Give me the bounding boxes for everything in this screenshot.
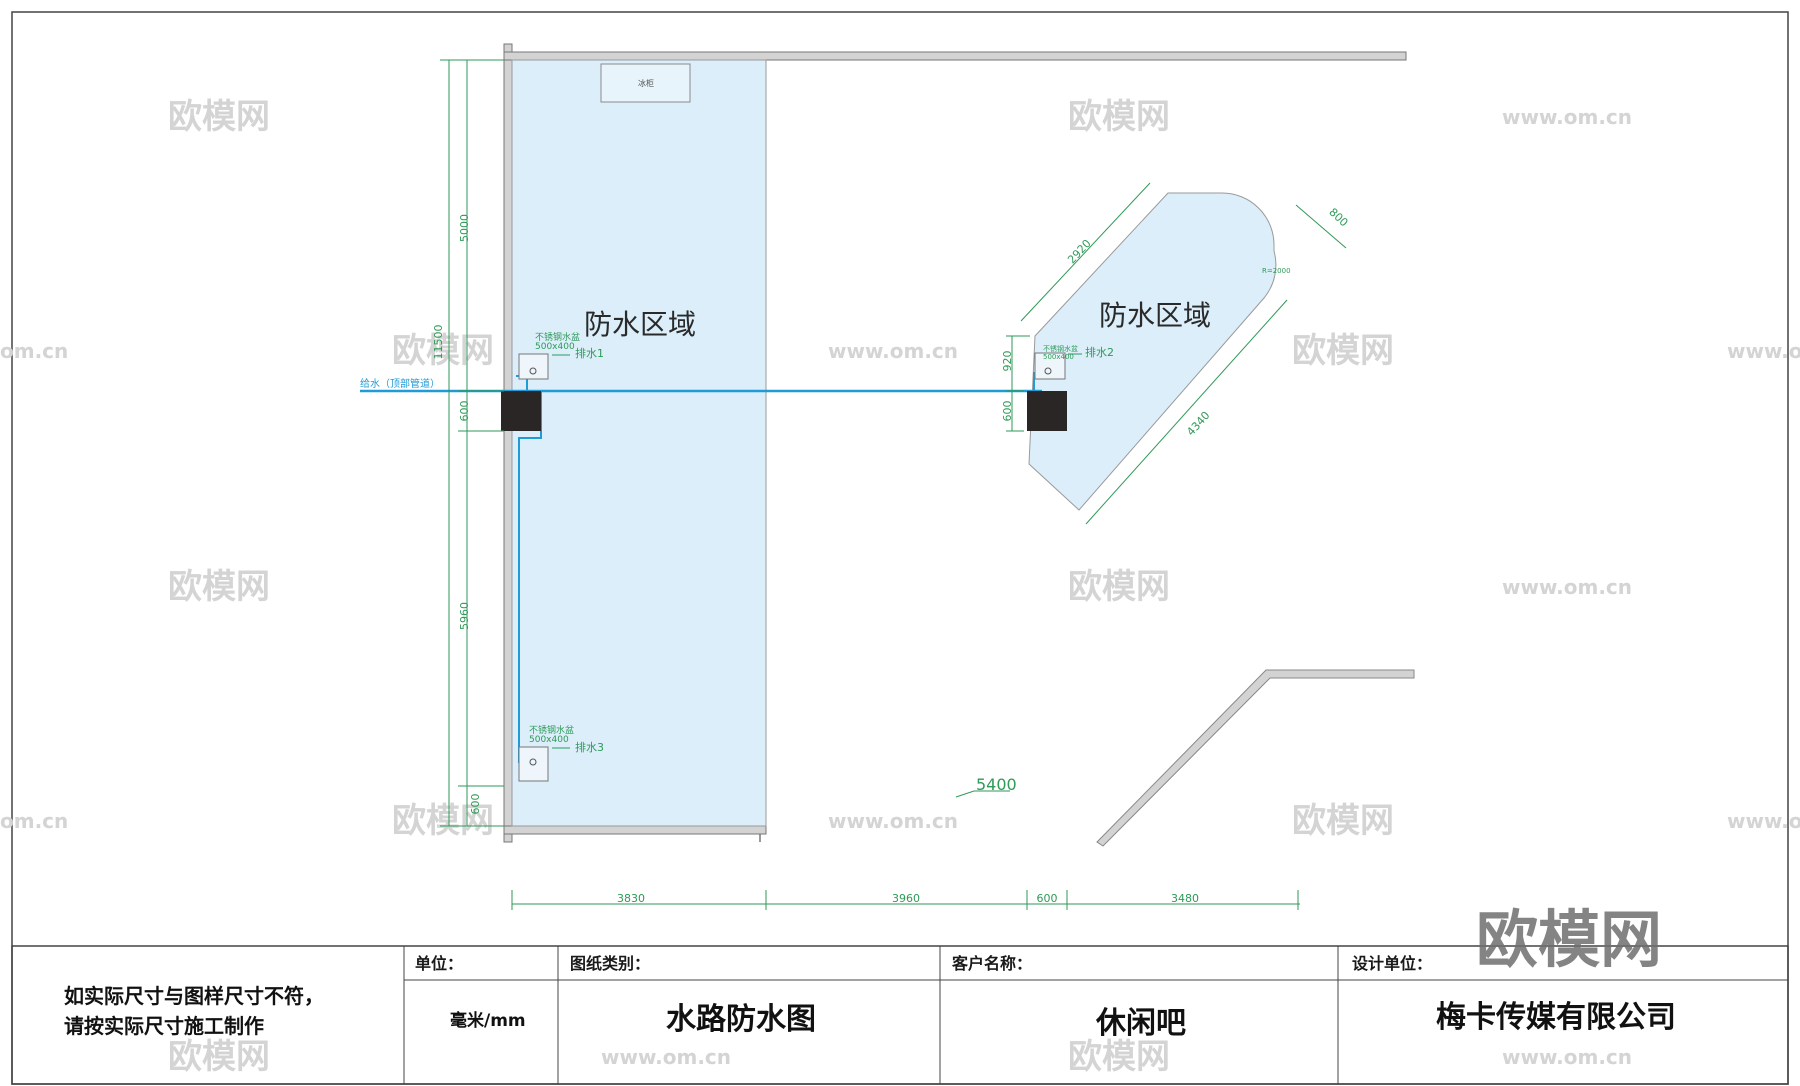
dim-text: 5960 [458,602,471,630]
floor-drain-left [501,391,541,431]
dim-text: 5000 [458,214,471,242]
dim-text: 3960 [892,892,920,905]
watermark-url-edge: om.cn [0,339,68,363]
client-value: 休闲吧 [1095,1006,1186,1041]
sink-spec-label: 不锈钢水盆 [1043,344,1078,353]
unit-header: 单位： [415,954,463,973]
sink-basin [518,746,549,782]
dim-text: 600 [1001,401,1014,422]
dim-text: 3480 [1171,892,1199,905]
angled-wall [1096,669,1415,847]
sink-spec-label: 不锈钢水盆 [535,331,580,343]
dim-text: 3830 [617,892,645,905]
dim-text: 600 [1037,892,1058,905]
watermark-cn: 欧模网 [1068,97,1170,137]
watermark-cn: 欧模网 [392,331,494,371]
dim-line [1085,299,1288,525]
dim-text: 920 [1001,351,1014,372]
watermark-url: www.om.cn [828,809,958,833]
dim-line [1020,182,1151,322]
watermark-url: www.om.cn [828,339,958,363]
watermark-url: www.om.cn [1502,105,1632,129]
designer-header: 设计单位： [1352,954,1432,973]
sink-spec-label: 不锈钢水盆 [529,724,574,736]
sink-2: 不锈钢水盆 500x400 排水2 [1034,344,1114,380]
watermark-url: www.om.cn [1502,1045,1632,1069]
waterproof-zone-right [1028,192,1277,511]
watermark-cn: 欧模网 [1292,331,1394,371]
sink-drain-icon [529,367,537,375]
waterproof-zone-left [511,59,767,827]
logo-watermark: 欧模网 [1476,903,1662,976]
watermark-url-edge: om.cn [0,809,68,833]
dim-text: 600 [469,794,482,815]
watermark-cn: 欧模网 [1068,567,1170,607]
sink-size-label: 500x400 [529,735,569,745]
dim-text: 600 [458,401,471,422]
dim-text-width: 5400 [976,775,1017,794]
radius-label: R=2000 [1262,267,1291,275]
drain-1-label: 排水1 [575,346,604,360]
dim-text: 4340 [1184,409,1212,439]
dimension-lines [440,59,1347,910]
unit-value: 毫米/mm [450,1010,526,1031]
sink-basin [1034,352,1066,380]
note-line-1: 如实际尺寸与图样尺寸不符， [64,984,324,1008]
watermark-url: www.om.cn [1727,809,1800,833]
sink-size-label: 500x400 [1043,353,1074,361]
client-header: 客户名称： [952,954,1032,973]
sink-drain-icon [529,758,537,766]
watermark-cn: 欧模网 [1292,801,1394,841]
title-block-frame [11,945,1789,1085]
watermark-cn: 欧模网 [392,801,494,841]
leader-line [955,790,1010,798]
fridge [600,63,691,103]
sink-1: 不锈钢水盆 500x400 排水1 [518,331,604,380]
watermark-url: www.om.cn [601,1045,731,1069]
waterproof-zone-left-label: 防水区域 [584,308,696,341]
waterproof-zone-right-label: 防水区域 [1099,299,1211,332]
dim-line [1295,204,1347,249]
fridge-label: 冰柜 [638,78,654,88]
floor-drain-right [1027,391,1067,431]
watermark-cn: 欧模网 [168,97,270,137]
drain-2-label: 排水2 [1085,345,1114,359]
note-line-2: 请按实际尺寸施工制作 [64,1014,264,1038]
sink-drain-icon [1044,367,1052,375]
bottom-wall-segment [503,825,767,835]
sink-3: 不锈钢水盆 500x400 排水3 [518,724,604,782]
top-wall [503,51,1407,61]
watermark-url: www.om.cn [1502,575,1632,599]
drain-3-label: 排水3 [575,740,604,754]
title-block: 如实际尺寸与图样尺寸不符， 请按实际尺寸施工制作 单位： 毫米/mm 图纸类别：… [11,945,1789,1085]
left-wall [503,43,513,843]
watermark-url: www.om.cn [1727,339,1800,363]
sink-size-label: 500x400 [535,342,575,352]
watermark-cn: 欧模网 [168,1037,270,1077]
type-value: 水路防水图 [666,1002,816,1037]
sink-basin [518,353,549,380]
type-header: 图纸类别： [570,954,650,973]
designer-value: 梅卡传媒有限公司 [1436,1000,1676,1035]
dim-text: 2920 [1065,237,1094,266]
water-supply-label: 给水（顶部管道） [360,377,440,390]
dim-text: 11500 [432,325,445,360]
watermark-cn: 欧模网 [168,567,270,607]
watermark-cn: 欧模网 [1068,1037,1170,1077]
dim-text: 800 [1326,206,1350,230]
